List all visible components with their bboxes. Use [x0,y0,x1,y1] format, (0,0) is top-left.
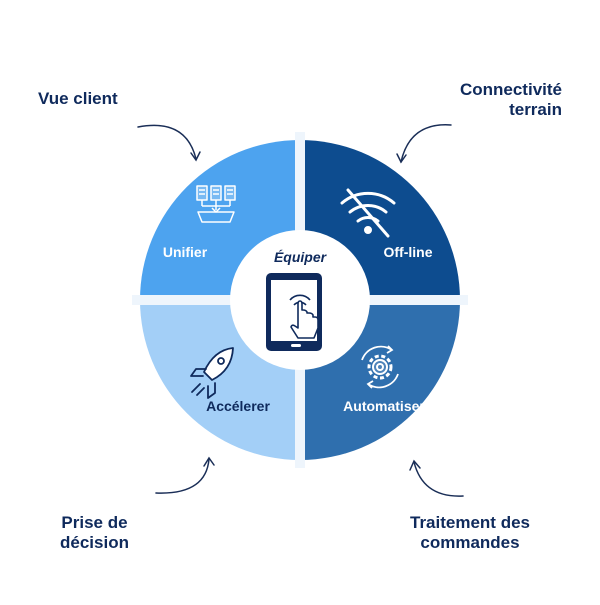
outer-label-line: terrain [509,100,562,119]
arrow-bottom-right [409,459,464,497]
quadrant-label-automatiser: Automatiser [343,398,425,414]
wifi-off-icon [340,188,396,238]
outer-label-line: Connectivité [459,80,562,99]
documents-merge-icon [196,185,236,223]
center-label: Équiper [274,249,328,265]
outer-label-line: Vue client [38,89,118,108]
outer-label-prise-de-decision: Prise de décision [60,513,129,553]
outer-label-traitement-des-commandes: Traitement des commandes [410,513,530,553]
outer-label-vue-client: Vue client [38,89,118,109]
quadrant-label-offline: Off-line [384,244,433,260]
outer-label-line: décision [60,533,129,552]
arrow-bottom-left [155,456,215,494]
outer-label-line: commandes [420,533,520,552]
rocket-icon [190,347,234,399]
quadrant-label-unifier: Unifier [163,244,208,260]
outer-label-connectivite-terrain: Connectivité terrain [460,80,562,120]
quadrant-label-accelerer: Accélerer [206,398,270,414]
outer-label-line: Prise de [61,513,128,532]
arrow-top-right [396,124,452,164]
outer-label-line: Traitement des [410,513,530,532]
tablet-touch-icon [266,273,322,351]
arrow-top-left [137,124,201,162]
gear-cycle-icon [361,345,399,389]
